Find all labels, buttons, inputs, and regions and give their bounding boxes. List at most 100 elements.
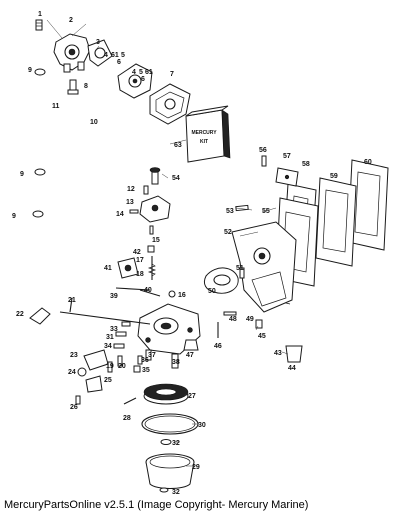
callout-59: 59 [330, 173, 338, 180]
callout-22: 22 [16, 311, 24, 318]
callout-9c: 9 [12, 213, 16, 220]
jet-37 [145, 349, 152, 361]
gasket-50 [203, 267, 239, 294]
pump-cover-plate [117, 63, 153, 99]
callout-32a: 32 [172, 440, 180, 447]
float-27 [143, 383, 189, 405]
screw-36 [137, 355, 143, 365]
choke-lever-23 [83, 349, 109, 371]
callout-47: 47 [186, 352, 194, 359]
callout-52: 52 [224, 229, 232, 236]
callout-8: 8 [84, 83, 88, 90]
callout-60: 60 [364, 159, 372, 166]
callout-38: 38 [172, 359, 180, 366]
callout-44: 44 [288, 365, 296, 372]
callout-21: 21 [68, 297, 76, 304]
link-39 [115, 287, 151, 291]
screw-48 [223, 311, 237, 316]
jet-28 [123, 397, 137, 405]
callout-10: 10 [90, 119, 98, 126]
screw-45 [255, 319, 263, 329]
callout-6a: 6 [117, 59, 121, 66]
callout-13: 13 [126, 199, 134, 206]
callout-32b: 32 [172, 489, 180, 496]
float-bowl-29 [145, 453, 195, 489]
plug-47 [183, 339, 199, 351]
kit-box-label: KIT [200, 139, 208, 145]
callout-7: 7 [170, 71, 174, 78]
callout-35: 35 [142, 367, 150, 374]
callout-61a: 61 [111, 52, 119, 59]
screw-56 [261, 155, 267, 167]
seal-32b [159, 487, 169, 493]
callout-14: 14 [116, 211, 124, 218]
callout-45: 45 [258, 333, 266, 340]
callout-18: 18 [136, 271, 144, 278]
callout-30: 30 [198, 422, 206, 429]
callout-numbers: 1 2 3 4 61 5 6 4 5 61 6 7 9 8 10 11 9 9 … [12, 11, 372, 496]
callout-42: 42 [133, 249, 141, 256]
callout-53: 53 [226, 208, 234, 215]
throttle-shaft-21 [59, 311, 151, 325]
callout-15: 15 [152, 237, 160, 244]
screw-34 [113, 343, 125, 349]
callout-27: 27 [188, 393, 196, 400]
callout-43: 43 [274, 350, 282, 357]
callout-20: 20 [118, 363, 126, 370]
screw-54 [149, 167, 161, 185]
fuel-hose-11 [31, 74, 47, 169]
callout-29: 29 [192, 464, 200, 471]
washer-15 [149, 225, 154, 235]
callout-33: 33 [110, 326, 118, 333]
rod-21-top [69, 297, 73, 313]
leader-lines [46, 19, 289, 467]
callout-12: 12 [127, 186, 135, 193]
spring-20 [117, 355, 123, 367]
screw-1 [35, 19, 43, 31]
callout-5a: 5 [121, 52, 125, 59]
fuel-hose-10 [38, 97, 80, 211]
nozzle-38 [171, 353, 179, 369]
callout-23: 23 [70, 352, 78, 359]
callout-6b: 6 [141, 76, 145, 83]
callout-5b: 5 [139, 69, 143, 76]
callout-3: 3 [96, 39, 100, 46]
callout-51: 51 [236, 265, 244, 272]
fuel-pump-body [53, 33, 91, 73]
callout-57: 57 [283, 153, 291, 160]
callout-56: 56 [259, 147, 267, 154]
callout-2: 2 [69, 17, 73, 24]
lever-22 [29, 307, 51, 325]
screw-33 [121, 321, 131, 327]
callout-9a: 9 [28, 67, 32, 74]
pump-gasket-7 [149, 83, 191, 125]
callout-24: 24 [68, 369, 76, 376]
hose-clamp-9b [34, 168, 46, 176]
callout-41: 41 [104, 265, 112, 272]
washer-51 [239, 267, 245, 279]
pump-diaphragm-3 [87, 39, 113, 67]
filter-44 [285, 345, 303, 363]
clip-16 [168, 290, 176, 298]
callout-16: 16 [178, 292, 186, 299]
callout-36: 36 [141, 357, 149, 364]
intake-manifold-52 [231, 221, 297, 313]
knob-25 [85, 375, 103, 393]
callout-39: 39 [110, 293, 118, 300]
seal-32a [160, 439, 172, 445]
spring-18 [147, 263, 157, 277]
kit-box-brand: MERCURY [191, 130, 217, 136]
callout-58: 58 [302, 161, 310, 168]
callout-11: 11 [52, 103, 60, 110]
exploded-view-drawing: MERCURY KIT [12, 11, 389, 496]
callout-63: 63 [174, 142, 182, 149]
callout-26: 26 [70, 404, 78, 411]
screw-42 [147, 245, 155, 253]
bracket-13 [139, 195, 171, 223]
callout-55: 55 [262, 208, 270, 215]
callout-40: 40 [144, 287, 152, 294]
callout-61b: 61 [145, 69, 153, 76]
choke-24 [77, 367, 87, 377]
callout-48: 48 [229, 316, 237, 323]
pin-12 [143, 185, 149, 195]
